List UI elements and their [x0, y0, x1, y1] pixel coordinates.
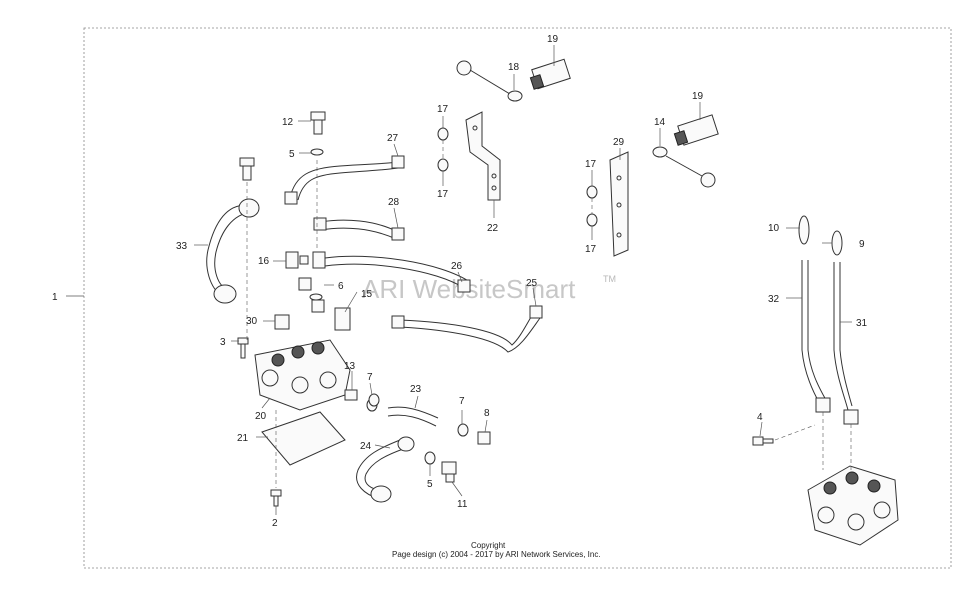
- bracket-22: [465, 111, 501, 201]
- callout-17d[interactable]: 17: [585, 244, 597, 255]
- dust-cap-18: [456, 60, 523, 102]
- callout-26[interactable]: 26: [451, 261, 463, 272]
- copyright-line-1: Copyright: [471, 541, 506, 550]
- nut-25: [391, 315, 405, 329]
- callout-19a[interactable]: 19: [547, 34, 559, 45]
- tube-26: [324, 255, 471, 289]
- fitting-8: [477, 431, 491, 445]
- callout-24[interactable]: 24: [360, 441, 372, 452]
- coupler-19-right: [673, 114, 719, 146]
- callout-4[interactable]: 4: [757, 412, 763, 423]
- bolt-3: [237, 337, 249, 359]
- nut-26: [457, 279, 471, 293]
- fitting-16: [285, 251, 326, 269]
- dust-cap-14: [652, 146, 716, 188]
- callout-17c[interactable]: 17: [585, 159, 597, 170]
- tube-25: [399, 311, 541, 353]
- fitting-6: [298, 277, 325, 313]
- fitting-12: [310, 111, 326, 156]
- washer-17d: [586, 213, 598, 227]
- o-ring-5b: [424, 451, 436, 465]
- nut-left: [284, 191, 298, 205]
- callout-19b[interactable]: 19: [692, 91, 704, 102]
- callout-10[interactable]: 10: [768, 223, 780, 234]
- callout-9[interactable]: 9: [859, 239, 865, 250]
- tube-28: [319, 219, 399, 240]
- callout-5a[interactable]: 5: [289, 149, 295, 160]
- callout-23[interactable]: 23: [410, 384, 422, 395]
- bolt-2: [270, 489, 282, 507]
- fitting-11: [441, 461, 457, 483]
- callout-3[interactable]: 3: [220, 337, 226, 348]
- nut-28: [391, 227, 405, 241]
- callout-18[interactable]: 18: [508, 62, 520, 73]
- clamp-32: [815, 397, 831, 413]
- callout-30[interactable]: 30: [246, 316, 258, 327]
- assembly-frame: [83, 27, 952, 569]
- callout-1[interactable]: 1: [52, 292, 58, 303]
- callout-7b[interactable]: 7: [459, 396, 465, 407]
- lever-31: [831, 230, 853, 411]
- tube-33: [206, 198, 260, 304]
- callout-17a[interactable]: 17: [437, 104, 449, 115]
- o-ring-7b: [457, 423, 469, 437]
- valve-body-20: [254, 339, 351, 411]
- callout-6[interactable]: 6: [338, 281, 344, 292]
- tube-23: [387, 406, 439, 427]
- callout-22[interactable]: 22: [487, 223, 499, 234]
- nut-27: [391, 155, 405, 169]
- plate-21: [261, 411, 346, 466]
- tube-27: [289, 161, 399, 201]
- dash-f: [774, 424, 816, 441]
- callout-29[interactable]: 29: [613, 137, 625, 148]
- callout-12[interactable]: 12: [282, 117, 294, 128]
- clamp-31: [843, 409, 859, 425]
- callout-7a[interactable]: 7: [367, 372, 373, 383]
- washer-17c: [586, 185, 598, 199]
- coupler-19-top: [529, 58, 571, 90]
- bolt-4: [752, 436, 774, 446]
- nut-25b: [529, 305, 543, 319]
- callout-11[interactable]: 11: [457, 499, 468, 510]
- callout-33[interactable]: 33: [176, 241, 188, 252]
- washer-17a: [437, 127, 449, 141]
- callout-27[interactable]: 27: [387, 133, 399, 144]
- leader-lines: [194, 45, 852, 515]
- callout-21[interactable]: 21: [237, 433, 249, 444]
- callout-14[interactable]: 14: [654, 117, 666, 128]
- watermark-tm: TM: [603, 274, 616, 284]
- copyright-line-2: Page design (c) 2004 - 2017 by ARI Netwo…: [392, 550, 601, 559]
- valve-body-right: [807, 465, 899, 546]
- callout-20[interactable]: 20: [255, 411, 267, 422]
- callout-17b[interactable]: 17: [437, 189, 449, 200]
- callout-25[interactable]: 25: [526, 278, 538, 289]
- callout-16[interactable]: 16: [258, 256, 270, 267]
- fitting-30: [274, 314, 290, 330]
- callout-5b[interactable]: 5: [427, 479, 433, 490]
- callout-2[interactable]: 2: [272, 518, 278, 529]
- callout-32[interactable]: 32: [768, 294, 780, 305]
- callout-15[interactable]: 15: [361, 289, 373, 300]
- nut-mid: [313, 217, 327, 231]
- callout-31[interactable]: 31: [856, 318, 868, 329]
- washer-17b: [437, 158, 449, 172]
- callout-13[interactable]: 13: [344, 361, 356, 372]
- callout-8[interactable]: 8: [484, 408, 490, 419]
- o-ring-7a: [368, 393, 380, 407]
- fitting-15: [334, 307, 351, 331]
- tube-24: [356, 436, 415, 503]
- lever-32: [798, 215, 827, 405]
- fitting-left-top: [239, 157, 255, 181]
- callout-28[interactable]: 28: [388, 197, 400, 208]
